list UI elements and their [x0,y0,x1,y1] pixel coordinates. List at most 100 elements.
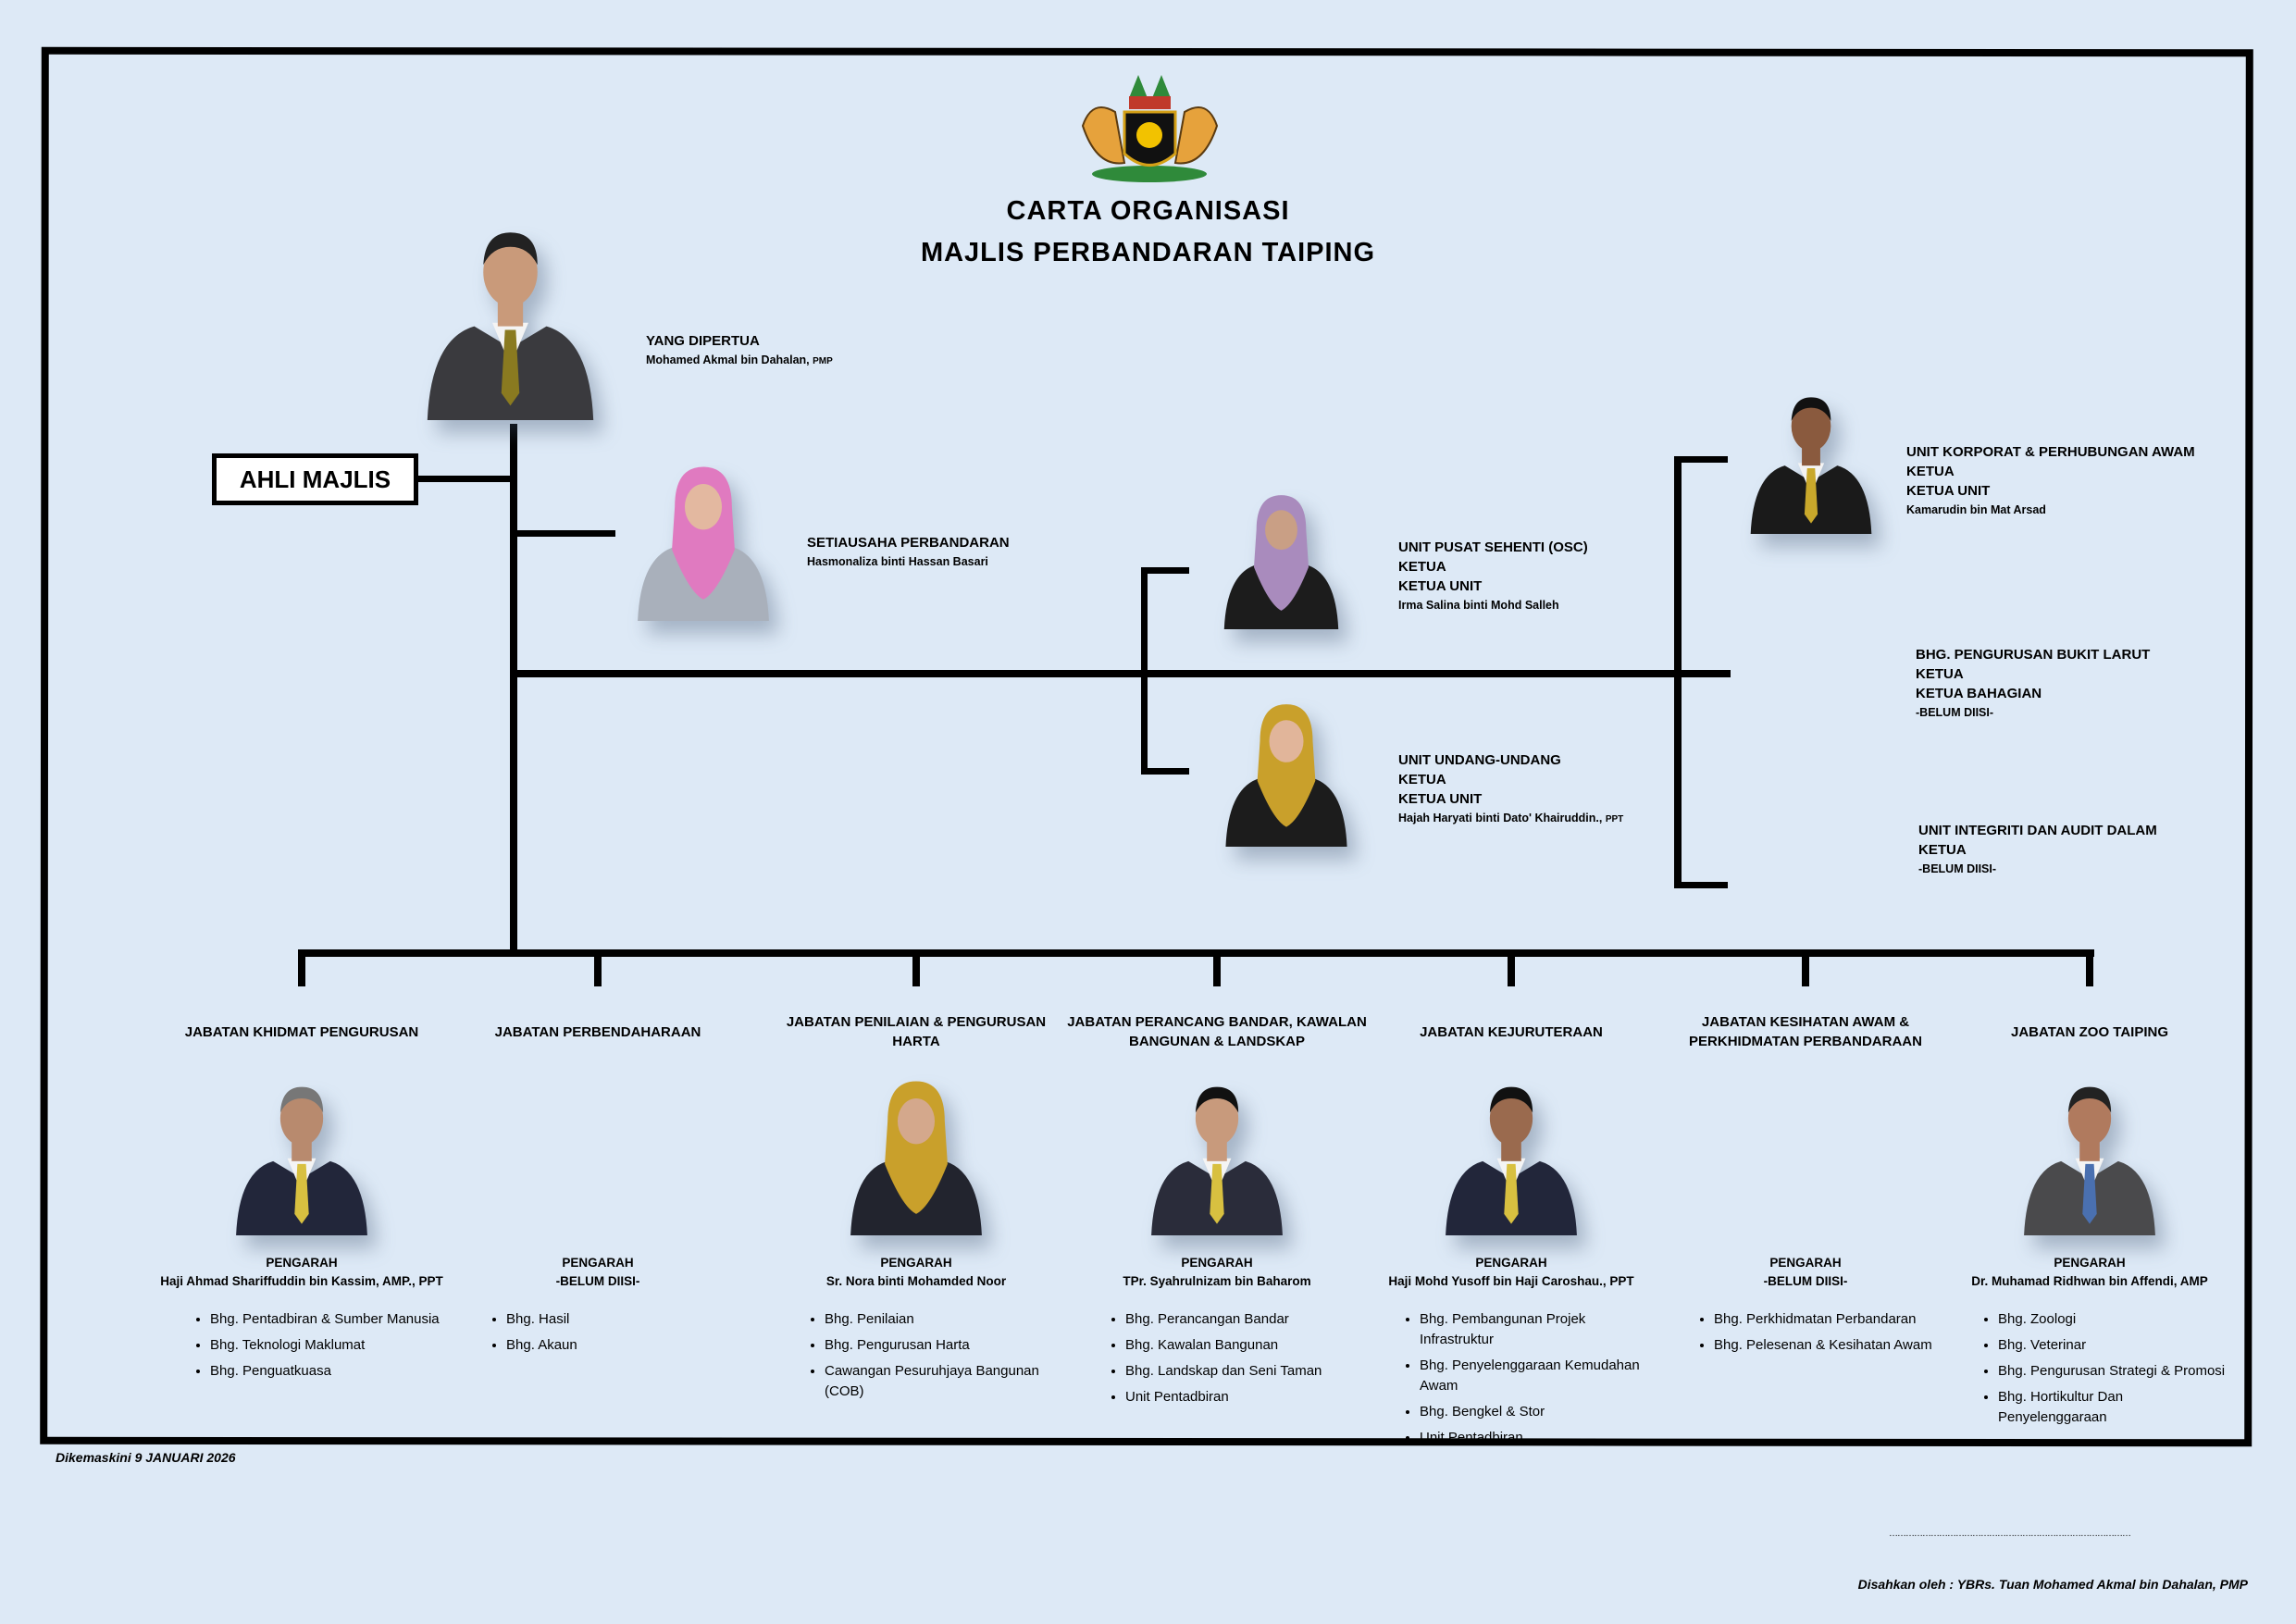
undang-head-photo [1214,688,1359,847]
bukit-larut-name: -BELUM DIISI- [1916,706,1994,719]
integriti-connector [1674,882,1728,888]
yang-dipertua-label: YANG DIPERTUA Mohamed Akmal bin Dahalan,… [646,331,833,371]
approved-by: Disahkan oleh : YBRs. Tuan Mohamed Akmal… [1857,1577,2248,1592]
integriti-label: UNIT INTEGRITI DAN AUDIT DALAM KETUA -BE… [1918,821,2157,879]
director-name: TPr. Syahrulnizam bin Baharom [1123,1274,1311,1288]
undang-unit-name: UNIT UNDANG-UNDANG [1398,752,1561,768]
division-list: Bhg. Pentadbiran & Sumber ManusiaBhg. Te… [177,1309,441,1387]
department-connector [912,949,920,986]
department-connector [594,949,602,986]
setiausaha-photo [627,450,780,621]
yang-dipertua-photo [420,183,601,420]
undang-ketua: KETUA [1398,772,1446,787]
division-list: Bhg. HasilBhg. Akaun [473,1309,738,1361]
coat-of-arms-logo [1081,75,1219,182]
division-item: Bhg. Pembangunan Projek Infrastruktur [1420,1309,1651,1350]
director-name: Sr. Nora binti Mohamded Noor [825,1274,1007,1288]
yang-dipertua-name: Mohamed Akmal bin Dahalan, [646,353,810,366]
bukit-larut-ketua: KETUA [1916,666,1964,682]
division-item: Bhg. Bengkel & Stor [1420,1402,1651,1422]
osc-unit-name: UNIT PUSAT SEHENTI (OSC) [1398,539,1588,555]
undang-name: Hajah Haryati binti Dato' Khairuddin., [1398,812,1603,824]
korporat-connector [1674,456,1728,463]
division-list: Bhg. Perkhidmatan PerbandaranBhg. Pelese… [1681,1309,1945,1361]
osc-label: UNIT PUSAT SEHENTI (OSC) KETUA KETUA UNI… [1398,538,1588,615]
korporat-head-photo [1745,373,1877,534]
division-item: Bhg. Hortikultur Dan Penyelenggaraan [1998,1387,2229,1428]
department-title: JABATAN KHIDMAT PENGURUSAN [184,1023,419,1040]
signature-line: …………………………………………………………………………… [1889,1529,2131,1539]
bukit-larut-label: BHG. PENGURUSAN BUKIT LARUT KETUA KETUA … [1916,645,2150,723]
korporat-label: UNIT KORPORAT & PERHUBUNGAN AWAM KETUA K… [1906,442,2195,520]
yang-dipertua-role: YANG DIPERTUA [646,333,760,349]
division-item: Bhg. Landskap dan Seni Taman [1125,1361,1357,1382]
main-vertical-line [510,424,517,953]
division-item: Bhg. Perkhidmatan Perbandaran [1714,1309,1945,1330]
director-name: Haji Ahmad Shariffuddin bin Kassim, AMP.… [160,1274,443,1288]
updated-date: Dikemaskini 9 JANUARI 2026 [56,1450,236,1465]
korporat-name: Kamarudin bin Mat Arsad [1906,503,2046,516]
department-connector [1213,949,1221,986]
integriti-name: -BELUM DIISI- [1918,862,1997,875]
korporat-ketua-unit: KETUA UNIT [1906,483,1991,499]
director-name: Haji Mohd Yusoff bin Haji Caroshau., PPT [1388,1274,1634,1288]
division-item: Bhg. Pelesenan & Kesihatan Awam [1714,1335,1945,1356]
division-item: Cawangan Pesuruhjaya Bangunan (COB) [825,1361,1056,1402]
director-name: -BELUM DIISI- [555,1274,640,1288]
undang-connector [1141,768,1189,775]
division-list: Bhg. ZoologiBhg. VeterinarBhg. Pengurusa… [1965,1309,2229,1433]
director-label: PENGARAH Haji Ahmad Shariffuddin bin Kass… [130,1254,473,1291]
division-item: Bhg. Pengurusan Harta [825,1335,1056,1356]
division-item: Bhg. Perancangan Bandar [1125,1309,1357,1330]
korporat-unit-name: UNIT KORPORAT & PERHUBUNGAN AWAM [1906,444,2195,460]
division-item: Bhg. Pentadbiran & Sumber Manusia [210,1309,441,1330]
undang-award: PPT [1605,814,1624,824]
department-connector [1508,949,1515,986]
division-item: Bhg. Penilaian [825,1309,1056,1330]
integriti-ketua: KETUA [1918,842,1967,858]
division-item: Bhg. Zoologi [1998,1309,2229,1330]
director-role: PENGARAH [266,1256,338,1270]
director-label: PENGARAH TPr. Syahrulnizam bin Baharom [1046,1254,1388,1291]
director-role: PENGARAH [1181,1256,1253,1270]
director-name: Dr. Muhamad Ridhwan bin Affendi, AMP [1971,1274,2208,1288]
korporat-ketua: KETUA [1906,464,1955,479]
setiausaha-role: SETIAUSAHA PERBANDARAN [807,535,1010,551]
director-photo [228,1064,376,1235]
division-item: Unit Pentadbiran [1125,1387,1357,1407]
director-label: PENGARAH-BELUM DIISI- [427,1254,769,1291]
undang-ketua-unit: KETUA UNIT [1398,791,1483,807]
osc-name: Irma Salina binti Mohd Salleh [1398,599,1559,612]
chart-title: CARTA ORGANISASI [1006,196,1290,226]
director-role: PENGARAH [1475,1256,1547,1270]
department-title: JABATAN PERANCANG BANDAR, KAWALAN BANGUN… [1067,1014,1367,1049]
department-title: JABATAN KESIHATAN AWAM & PERKHIDMATAN PE… [1689,1014,1922,1049]
division-item: Bhg. Akaun [506,1335,738,1356]
setiausaha-label: SETIAUSAHA PERBANDARAN Hasmonaliza binti… [807,533,1010,572]
setiausaha-connector [514,530,615,537]
director-role: PENGARAH [880,1256,952,1270]
division-item: Bhg. Penyelenggaraan Kemudahan Awam [1420,1356,1651,1396]
department-title: JABATAN ZOO TAIPING [2011,1023,2168,1040]
director-role: PENGARAH [2054,1256,2126,1270]
osc-ketua-unit: KETUA UNIT [1398,578,1483,594]
osc-connector [1141,567,1189,574]
department-connector [2086,949,2093,986]
department-title: JABATAN PENILAIAN & PENGURUSAN HARTA [786,1014,1047,1049]
bukit-larut-ketua-bahagian: KETUA BAHAGIAN [1916,686,2042,701]
director-role: PENGARAH [1769,1256,1842,1270]
division-item: Bhg. Penguatkuasa [210,1361,441,1382]
director-photo [1437,1064,1585,1235]
ahli-majlis-connector [418,476,513,482]
right-bracket-line [1674,456,1682,888]
division-list: Bhg. Pembangunan Projek InfrastrukturBhg… [1386,1309,1651,1454]
units-horizontal-line [514,670,1731,677]
division-item: Bhg. Teknologi Maklumat [210,1335,441,1356]
yang-dipertua-award: PMP [813,356,833,366]
organization-name: MAJLIS PERBANDARAN TAIPING [920,238,1376,267]
director-label: PENGARAH Sr. Nora binti Mohamded Noor [745,1254,1087,1291]
division-item: Bhg. Kawalan Bangunan [1125,1335,1357,1356]
osc-head-photo [1195,480,1368,629]
undang-label: UNIT UNDANG-UNDANG KETUA KETUA UNIT Haja… [1398,750,1623,829]
director-label: PENGARAH-BELUM DIISI- [1634,1254,1977,1291]
